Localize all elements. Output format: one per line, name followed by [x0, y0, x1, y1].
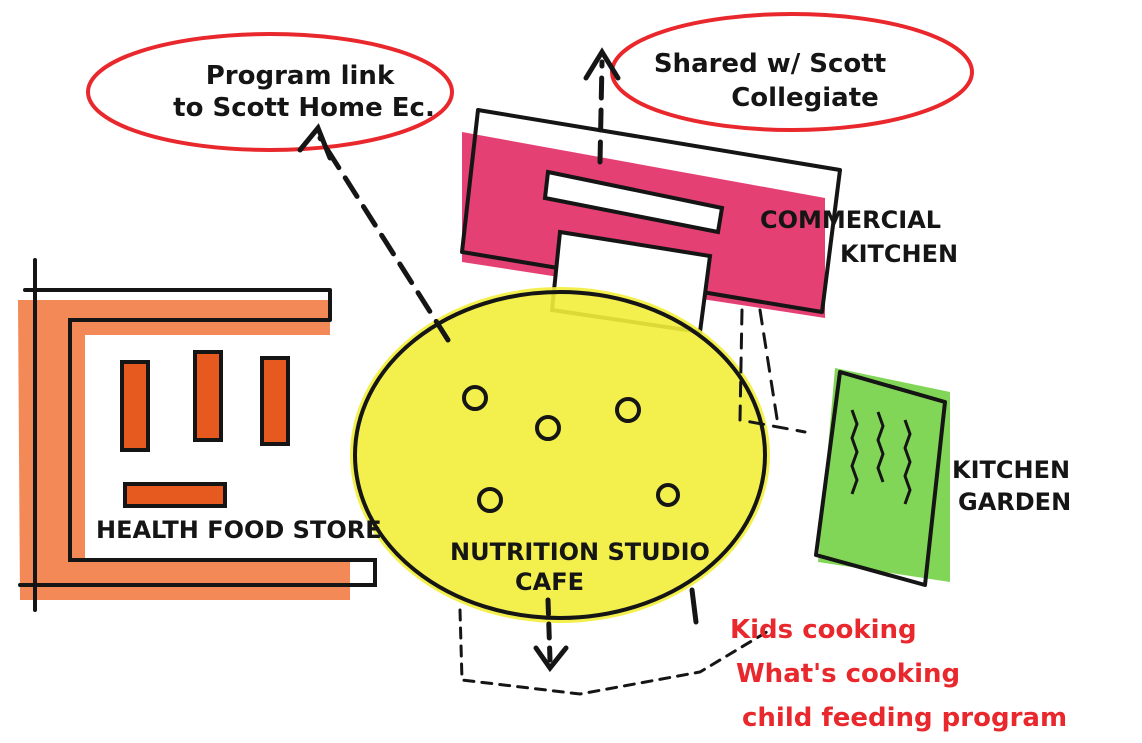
commercial-kitchen-label-1: COMMERCIAL [760, 206, 941, 234]
store-fill [18, 300, 350, 600]
commercial-kitchen-label-2: KITCHEN [840, 240, 958, 268]
store-counter [125, 484, 225, 506]
kids-cooking-label: Kids cooking [730, 615, 917, 645]
kitchen-garden-label-2: GARDEN [958, 488, 1071, 516]
nutrition-studio-label: NUTRITION STUDIO [450, 538, 710, 566]
studio-exit-mark [692, 590, 696, 622]
arrow-head-program-link [300, 128, 330, 158]
connector-kitchen-garden-1 [760, 310, 778, 425]
store-shelf-1 [122, 362, 148, 450]
store-shelf-2 [195, 352, 221, 440]
arrow-down [548, 600, 550, 660]
kitchen-garden-label-1: KITCHEN [952, 456, 1070, 484]
arrow-to-shared [600, 62, 602, 162]
program-link-label-2: to Scott Home Ec. [173, 93, 435, 123]
shared-label-1: Shared w/ Scott [654, 49, 886, 79]
program-link-bubble [88, 34, 452, 150]
kitchen-garden [816, 368, 950, 585]
store-shelf-3 [262, 358, 288, 444]
cafe-label: CAFE [515, 568, 584, 596]
health-food-store [18, 260, 375, 610]
whats-cooking-label: What's cooking [736, 659, 960, 689]
kids-connector [460, 610, 770, 694]
child-feeding-label: child feeding program [742, 703, 1067, 733]
shared-label-2: Collegiate [731, 83, 879, 113]
arrow-to-program-link [320, 138, 448, 340]
health-food-store-label: HEALTH FOOD STORE [96, 516, 382, 544]
program-link-label-1: Program link [206, 61, 395, 91]
